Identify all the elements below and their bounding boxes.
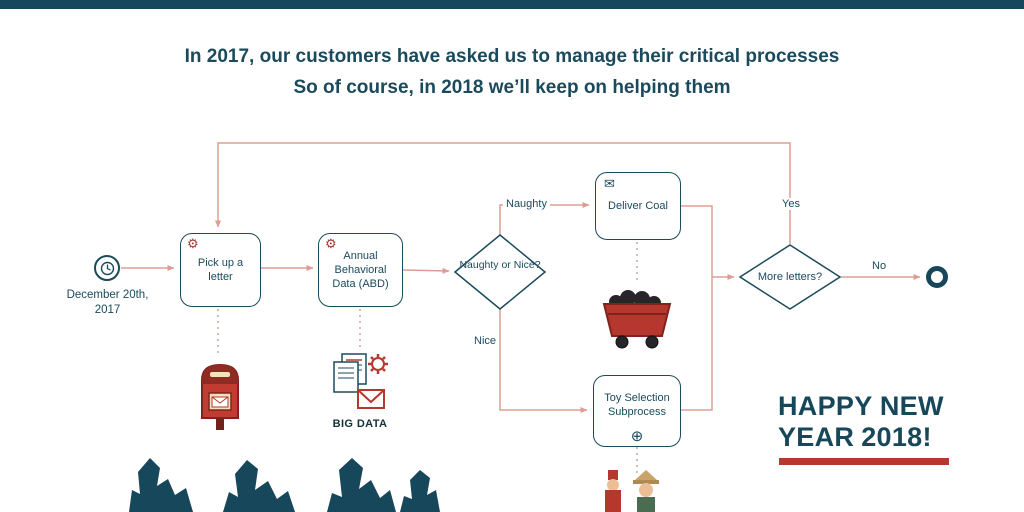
node-label: Toy Selection Subprocess — [604, 391, 670, 418]
big-data-label: BIG DATA — [332, 418, 388, 430]
heading-line-1: In 2017, our customers have asked us to … — [184, 46, 840, 67]
node-deliver-coal: ✉ Deliver Coal — [595, 172, 681, 240]
crowd-silhouette-illustration — [129, 458, 440, 512]
edge-label-naughty: Naughty — [503, 198, 550, 210]
page-heading: In 2017, our customers have asked us to … — [0, 46, 1024, 99]
edge-label-yes: Yes — [779, 198, 803, 210]
top-accent-bar — [0, 0, 1024, 9]
heading-line-2: So of course, in 2018 we’ll keep on help… — [293, 77, 731, 98]
clock-icon — [100, 261, 114, 275]
start-event — [94, 255, 120, 281]
hny-year: 2018! — [861, 422, 932, 453]
start-event-label: December 20th, 2017 — [66, 289, 149, 316]
node-label: Deliver Coal — [608, 199, 668, 212]
end-event — [926, 266, 948, 288]
decision-naughty-or-nice-label: Naughty or Nice? — [459, 259, 541, 271]
elves-illustration — [605, 470, 659, 512]
gear-icon: ⚙ — [187, 236, 199, 251]
gear-icon: ⚙ — [325, 236, 337, 251]
node-toy-selection-subprocess: Toy Selection Subprocess ⊕ — [593, 375, 681, 447]
node-label: Annual Behavioral Data (ABD) — [332, 249, 389, 291]
edge-label-no: No — [872, 260, 887, 272]
node-annual-behavioral-data: ⚙ Annual Behavioral Data (ABD) — [318, 233, 403, 307]
decision-more-letters-label: More letters? — [757, 271, 823, 283]
edge-label-nice: Nice — [474, 335, 497, 347]
coal-cart-illustration — [602, 290, 672, 349]
envelope-icon: ✉ — [604, 176, 615, 191]
big-data-icon — [333, 353, 388, 409]
node-label: Pick up a letter — [197, 256, 244, 283]
hny-line-1: HAPPY NEW — [778, 391, 944, 421]
red-underline-bar — [779, 458, 949, 465]
subprocess-plus-icon: ⊕ — [630, 428, 644, 445]
node-pick-up-a-letter: ⚙ Pick up a letter — [180, 233, 261, 307]
mailbox-illustration — [201, 363, 239, 430]
